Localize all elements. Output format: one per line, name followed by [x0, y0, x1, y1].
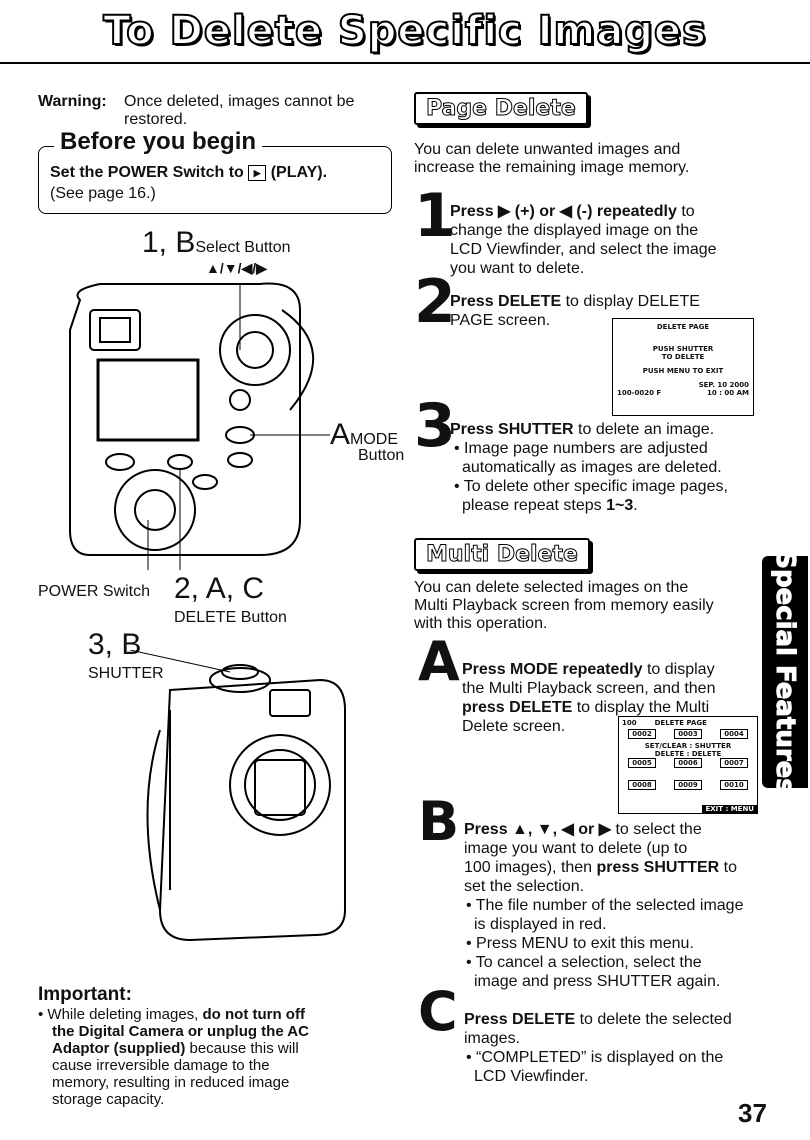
- shutter-callout-number: 3, B: [88, 628, 142, 661]
- lcd-line: PUSH MENU TO EXIT: [642, 367, 724, 375]
- multi-delete-banner-wrap: Multi Delete: [414, 538, 590, 571]
- step-a-text: Press MODE repeatedly to display the Mul…: [462, 661, 716, 735]
- warning-text-2: restored.: [124, 111, 188, 128]
- camera-front-illustration: [130, 650, 346, 942]
- special-features-tab: Special Features: [762, 550, 808, 794]
- power-switch-label: POWER Switch: [38, 583, 151, 600]
- camera-back-illustration: [69, 282, 330, 570]
- multi-delete-banner: Multi Delete: [414, 538, 590, 571]
- step-1-number: 1: [414, 181, 456, 251]
- select-callout-label: Select Button: [195, 239, 291, 256]
- mode-callout-label: MODE: [350, 431, 399, 448]
- thumb: 0007: [720, 758, 748, 768]
- lcd-title: DELETE PAGE: [656, 323, 710, 331]
- important-text: • While deleting images, do not turn off…: [38, 1006, 378, 1108]
- step-1-text: Press ▶ (+) or ◀ (-) repeatedly to chang…: [450, 203, 717, 277]
- title-rule: [0, 62, 810, 64]
- multi-lcd-info: DELETE : DELETE: [654, 750, 722, 758]
- warning-text-1: Once deleted, images cannot be: [124, 93, 355, 110]
- important-line: • While deleting images, do not turn off: [38, 1006, 305, 1023]
- delete-button-label: DELETE Button: [174, 609, 287, 626]
- step-2-number: 2: [414, 267, 456, 337]
- multi-lcd-row: 0005 0006 0007: [619, 758, 757, 768]
- important-line: storage capacity.: [52, 1091, 165, 1108]
- thumb: 0009: [674, 780, 702, 790]
- lcd-date: SEP. 10 2000: [698, 381, 749, 389]
- step-3-text: Press SHUTTER to delete an image. • Imag…: [450, 421, 728, 514]
- thumb: 0008: [628, 780, 656, 790]
- page-number: 37: [738, 1098, 767, 1128]
- important-line: the Digital Camera or unplug the AC: [52, 1023, 309, 1040]
- multi-lcd-row: 0002 0003 0004: [619, 729, 757, 739]
- before-you-begin-line1: Set the POWER Switch to ▶ (PLAY).: [50, 164, 327, 182]
- multi-lcd-info: SET/CLEAR : SHUTTER: [644, 742, 732, 750]
- important-line: cause irreversible damage to the: [52, 1057, 270, 1074]
- delete-callout-number: 2, A, C: [174, 572, 265, 605]
- page-delete-intro-2: increase the remaining image memory.: [414, 159, 690, 176]
- shutter-label: SHUTTER: [88, 665, 164, 682]
- multi-delete-lcd: 100 DELETE PAGE 0002 0003 0004 SET/CLEAR…: [618, 716, 758, 814]
- multi-lcd-row: 0008 0009 0010: [619, 780, 757, 790]
- thumb: 0006: [674, 758, 702, 768]
- multi-lcd-exit: EXIT : MENU: [702, 805, 757, 813]
- mode-button-callout: AMODE: [330, 418, 398, 452]
- lcd-file: 100-0020 F: [617, 389, 662, 397]
- warning-label: Warning:: [38, 93, 107, 110]
- step-c-letter: C: [418, 980, 458, 1043]
- page-delete-banner-wrap: Page Delete: [414, 92, 588, 125]
- lcd-line: PUSH SHUTTER: [652, 345, 714, 353]
- before-you-begin-line2: (See page 16.): [50, 185, 156, 202]
- thumb: 0005: [628, 758, 656, 768]
- multi-delete-intro-3: with this operation.: [414, 615, 548, 632]
- multi-lcd-header: 100 DELETE PAGE: [619, 717, 757, 729]
- select-button-callout: 1, BSelect Button: [142, 226, 291, 260]
- multi-delete-intro-1: You can delete selected images on the: [414, 579, 689, 596]
- lcd-footer: 100-0020 F 10 : 00 AM: [613, 389, 753, 397]
- select-callout-number: 1, B: [142, 226, 196, 259]
- step-2-text: Press DELETE to display DELETE PAGE scre…: [450, 293, 700, 329]
- thumb: 0002: [628, 729, 656, 739]
- multi-lcd-title: DELETE PAGE: [654, 719, 707, 727]
- important-heading: Important:: [38, 984, 132, 1005]
- before-you-begin-heading: Before you begin: [54, 128, 263, 156]
- step-c-text: Press DELETE to delete the selected imag…: [464, 1011, 732, 1085]
- lcd-line: TO DELETE: [661, 353, 705, 361]
- step-b-letter: B: [418, 790, 460, 853]
- thumb: 0010: [720, 780, 748, 790]
- mode-callout-label-2: Button: [358, 447, 405, 464]
- step-3-number: 3: [414, 391, 456, 461]
- special-features-label: Special Features: [770, 550, 801, 795]
- page-title: To Delete Specific Images: [102, 7, 707, 55]
- thumb: 0003: [674, 729, 702, 739]
- play-label: (PLAY).: [270, 164, 328, 181]
- power-instruction: Set the POWER Switch to: [50, 164, 244, 181]
- step-b-text: Press ▲, ▼, ◀ or ▶ to select the image y…: [464, 821, 744, 990]
- play-icon: ▶: [248, 164, 267, 181]
- important-line: memory, resulting in reduced image: [52, 1074, 290, 1091]
- thumb: 0004: [720, 729, 748, 739]
- page-delete-banner: Page Delete: [414, 92, 588, 125]
- multi-lcd-folder: 100: [622, 719, 637, 727]
- lcd-time: 10 : 00 AM: [707, 389, 749, 397]
- select-arrows: ▲/▼/◀/▶: [206, 260, 267, 276]
- important-line: Adaptor (supplied) because this will: [52, 1040, 299, 1057]
- mode-callout-letter: A: [330, 418, 351, 451]
- delete-page-lcd: DELETE PAGE PUSH SHUTTER TO DELETE PUSH …: [612, 318, 754, 416]
- step-a-letter: A: [418, 630, 460, 693]
- page-delete-intro-1: You can delete unwanted images and: [414, 141, 681, 158]
- multi-delete-intro-2: Multi Playback screen from memory easily: [414, 597, 714, 614]
